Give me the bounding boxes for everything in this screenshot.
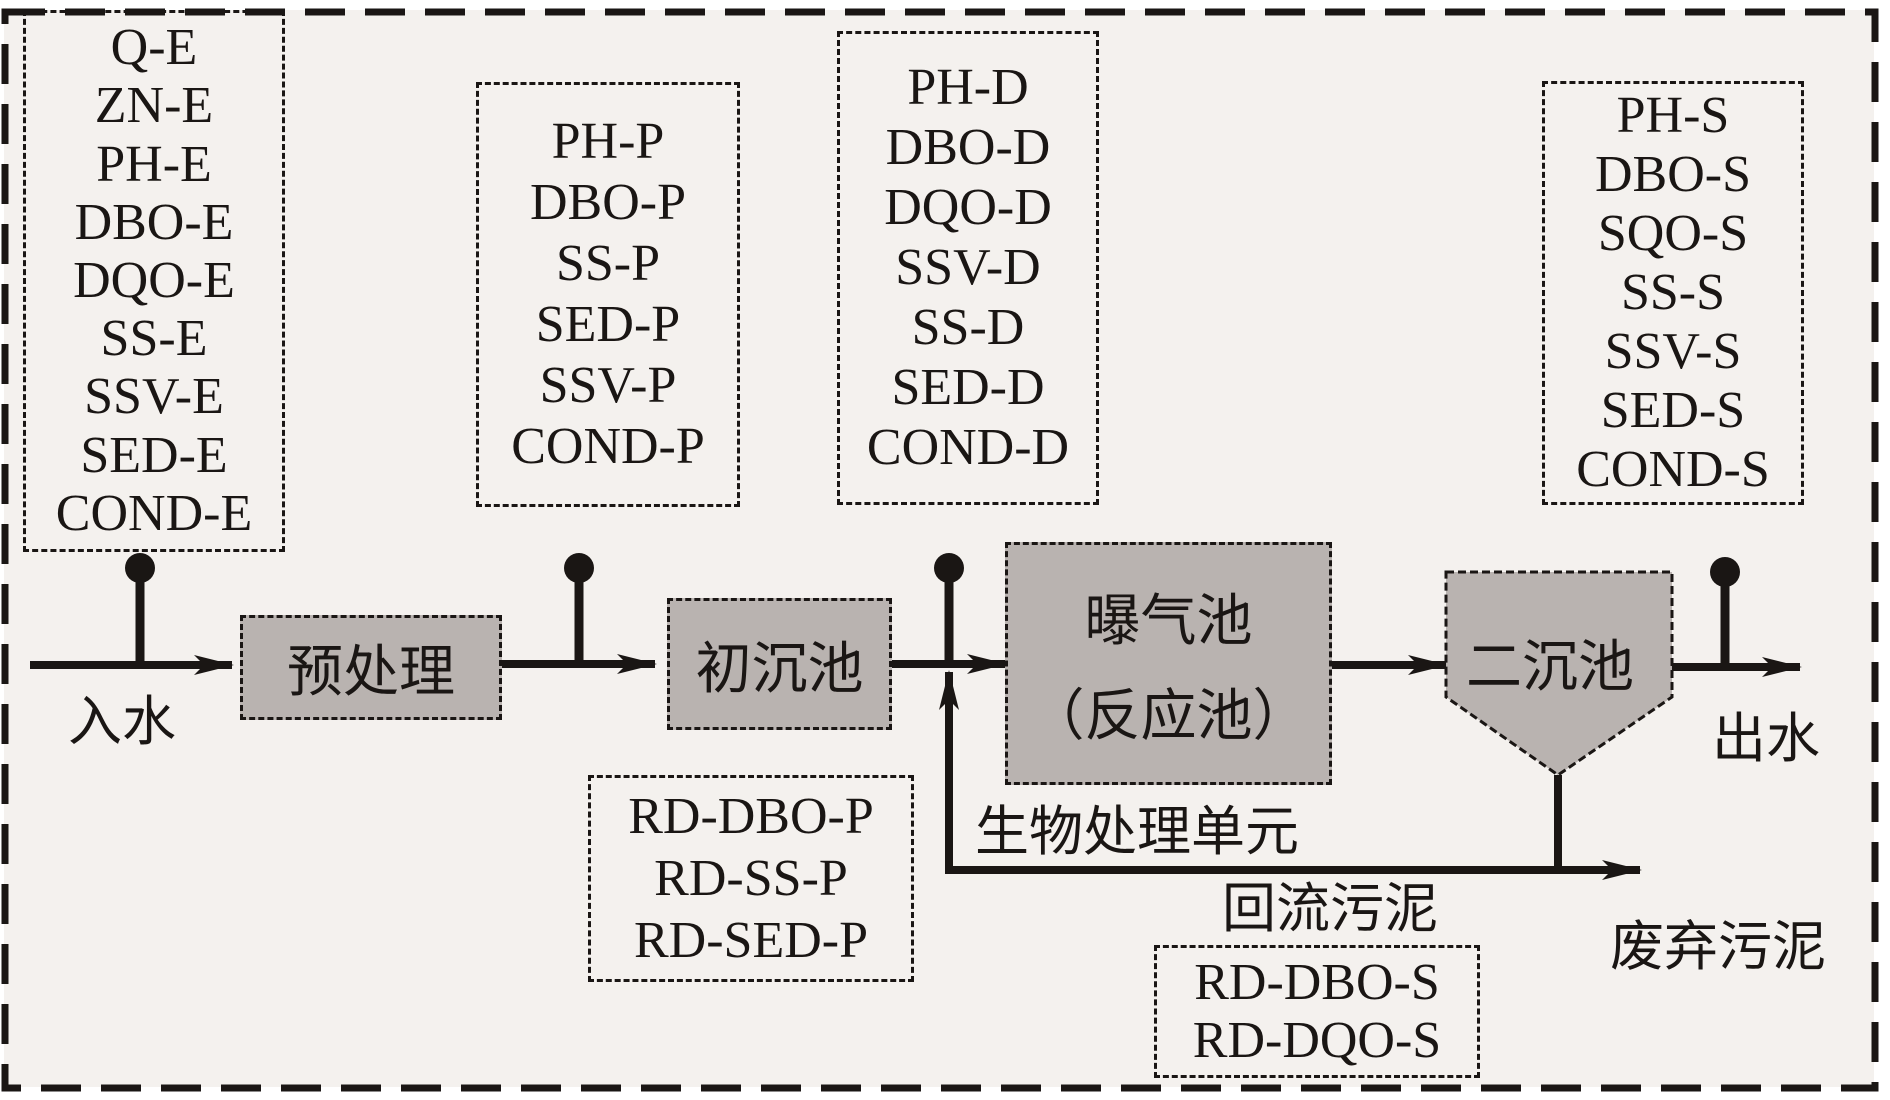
return-sludge-label: 回流污泥 — [1222, 877, 1438, 940]
sampling-point-icon — [564, 553, 594, 664]
unit-label: 曝气池 — [1084, 588, 1253, 654]
param-label: SS-E — [100, 310, 208, 368]
param-label: PH-D — [907, 59, 1029, 116]
influent-label: 入水 — [68, 690, 176, 753]
waste-sludge-label: 废弃污泥 — [1610, 915, 1826, 978]
param-label: SQO-S — [1597, 205, 1749, 262]
pretreatment-unit: 预处理 — [240, 615, 502, 720]
removal-label: RD-DBO-P — [628, 787, 874, 845]
param-label: SS-S — [1620, 264, 1726, 321]
removal-label: RD-SED-P — [633, 911, 869, 969]
primary-params-box: PH-D DBO-D DQO-D SSV-D SS-D SED-D COND-D — [837, 31, 1099, 505]
param-label: COND-P — [511, 418, 705, 475]
removal-label: RD-DBO-S — [1194, 953, 1440, 1011]
param-label: COND-D — [866, 419, 1070, 476]
secondary-clarifier-shape — [1444, 570, 1674, 777]
param-label: SSV-S — [1604, 323, 1742, 380]
param-label: SSV-D — [895, 239, 1041, 296]
sampling-point-icon — [1710, 557, 1740, 667]
param-label: PH-E — [96, 135, 212, 193]
param-label: DBO-E — [74, 193, 234, 251]
param-label: SED-D — [891, 359, 1045, 416]
param-label: ZN-E — [94, 77, 214, 135]
param-label: DBO-S — [1594, 146, 1752, 203]
param-label: SS-D — [911, 299, 1025, 356]
bio-unit-label: 生物处理单元 — [975, 800, 1299, 863]
sampling-point-icon — [934, 553, 964, 664]
removal-label: RD-DQO-S — [1192, 1011, 1442, 1069]
param-label: SED-S — [1600, 382, 1746, 439]
secondary-clarifier-label: 二沉池 — [1466, 635, 1634, 700]
param-label: DQO-D — [884, 179, 1052, 236]
unit-label: 预处理 — [287, 640, 455, 705]
param-label: Q-E — [110, 19, 198, 77]
param-label: SS-P — [555, 235, 661, 292]
influent-params-box: Q-E ZN-E PH-E DBO-E DQO-E SS-E SSV-E SED… — [23, 10, 285, 552]
param-label: DBO-D — [885, 119, 1051, 176]
effluent-label: 出水 — [1712, 707, 1820, 770]
param-label: SED-E — [80, 426, 228, 484]
param-label: DQO-E — [73, 251, 235, 309]
aeration-tank-unit: 曝气池 （反应池） — [1005, 542, 1332, 785]
sampling-point-icon — [125, 553, 155, 665]
param-label: PH-P — [551, 113, 665, 170]
primary-clarifier-unit: 初沉池 — [667, 598, 892, 730]
removal-label: RD-SS-P — [654, 849, 848, 907]
param-label: SSV-P — [539, 357, 677, 414]
unit-label: 初沉池 — [695, 636, 864, 702]
primary-removal-box: RD-DBO-P RD-SS-P RD-SED-P — [588, 775, 914, 982]
param-label: SED-P — [535, 296, 681, 353]
secondary-removal-box: RD-DBO-S RD-DQO-S — [1154, 945, 1480, 1078]
param-label: PH-S — [1616, 87, 1730, 144]
param-label: COND-S — [1576, 441, 1770, 498]
param-label: COND-E — [55, 484, 253, 542]
param-label: DBO-P — [529, 174, 687, 231]
effluent-params-box: PH-S DBO-S SQO-S SS-S SSV-S SED-S COND-S — [1542, 81, 1804, 505]
pretreatment-params-box: PH-P DBO-P SS-P SED-P SSV-P COND-P — [476, 82, 740, 507]
unit-label: （反应池） — [1028, 683, 1309, 749]
param-label: SSV-E — [84, 368, 224, 426]
